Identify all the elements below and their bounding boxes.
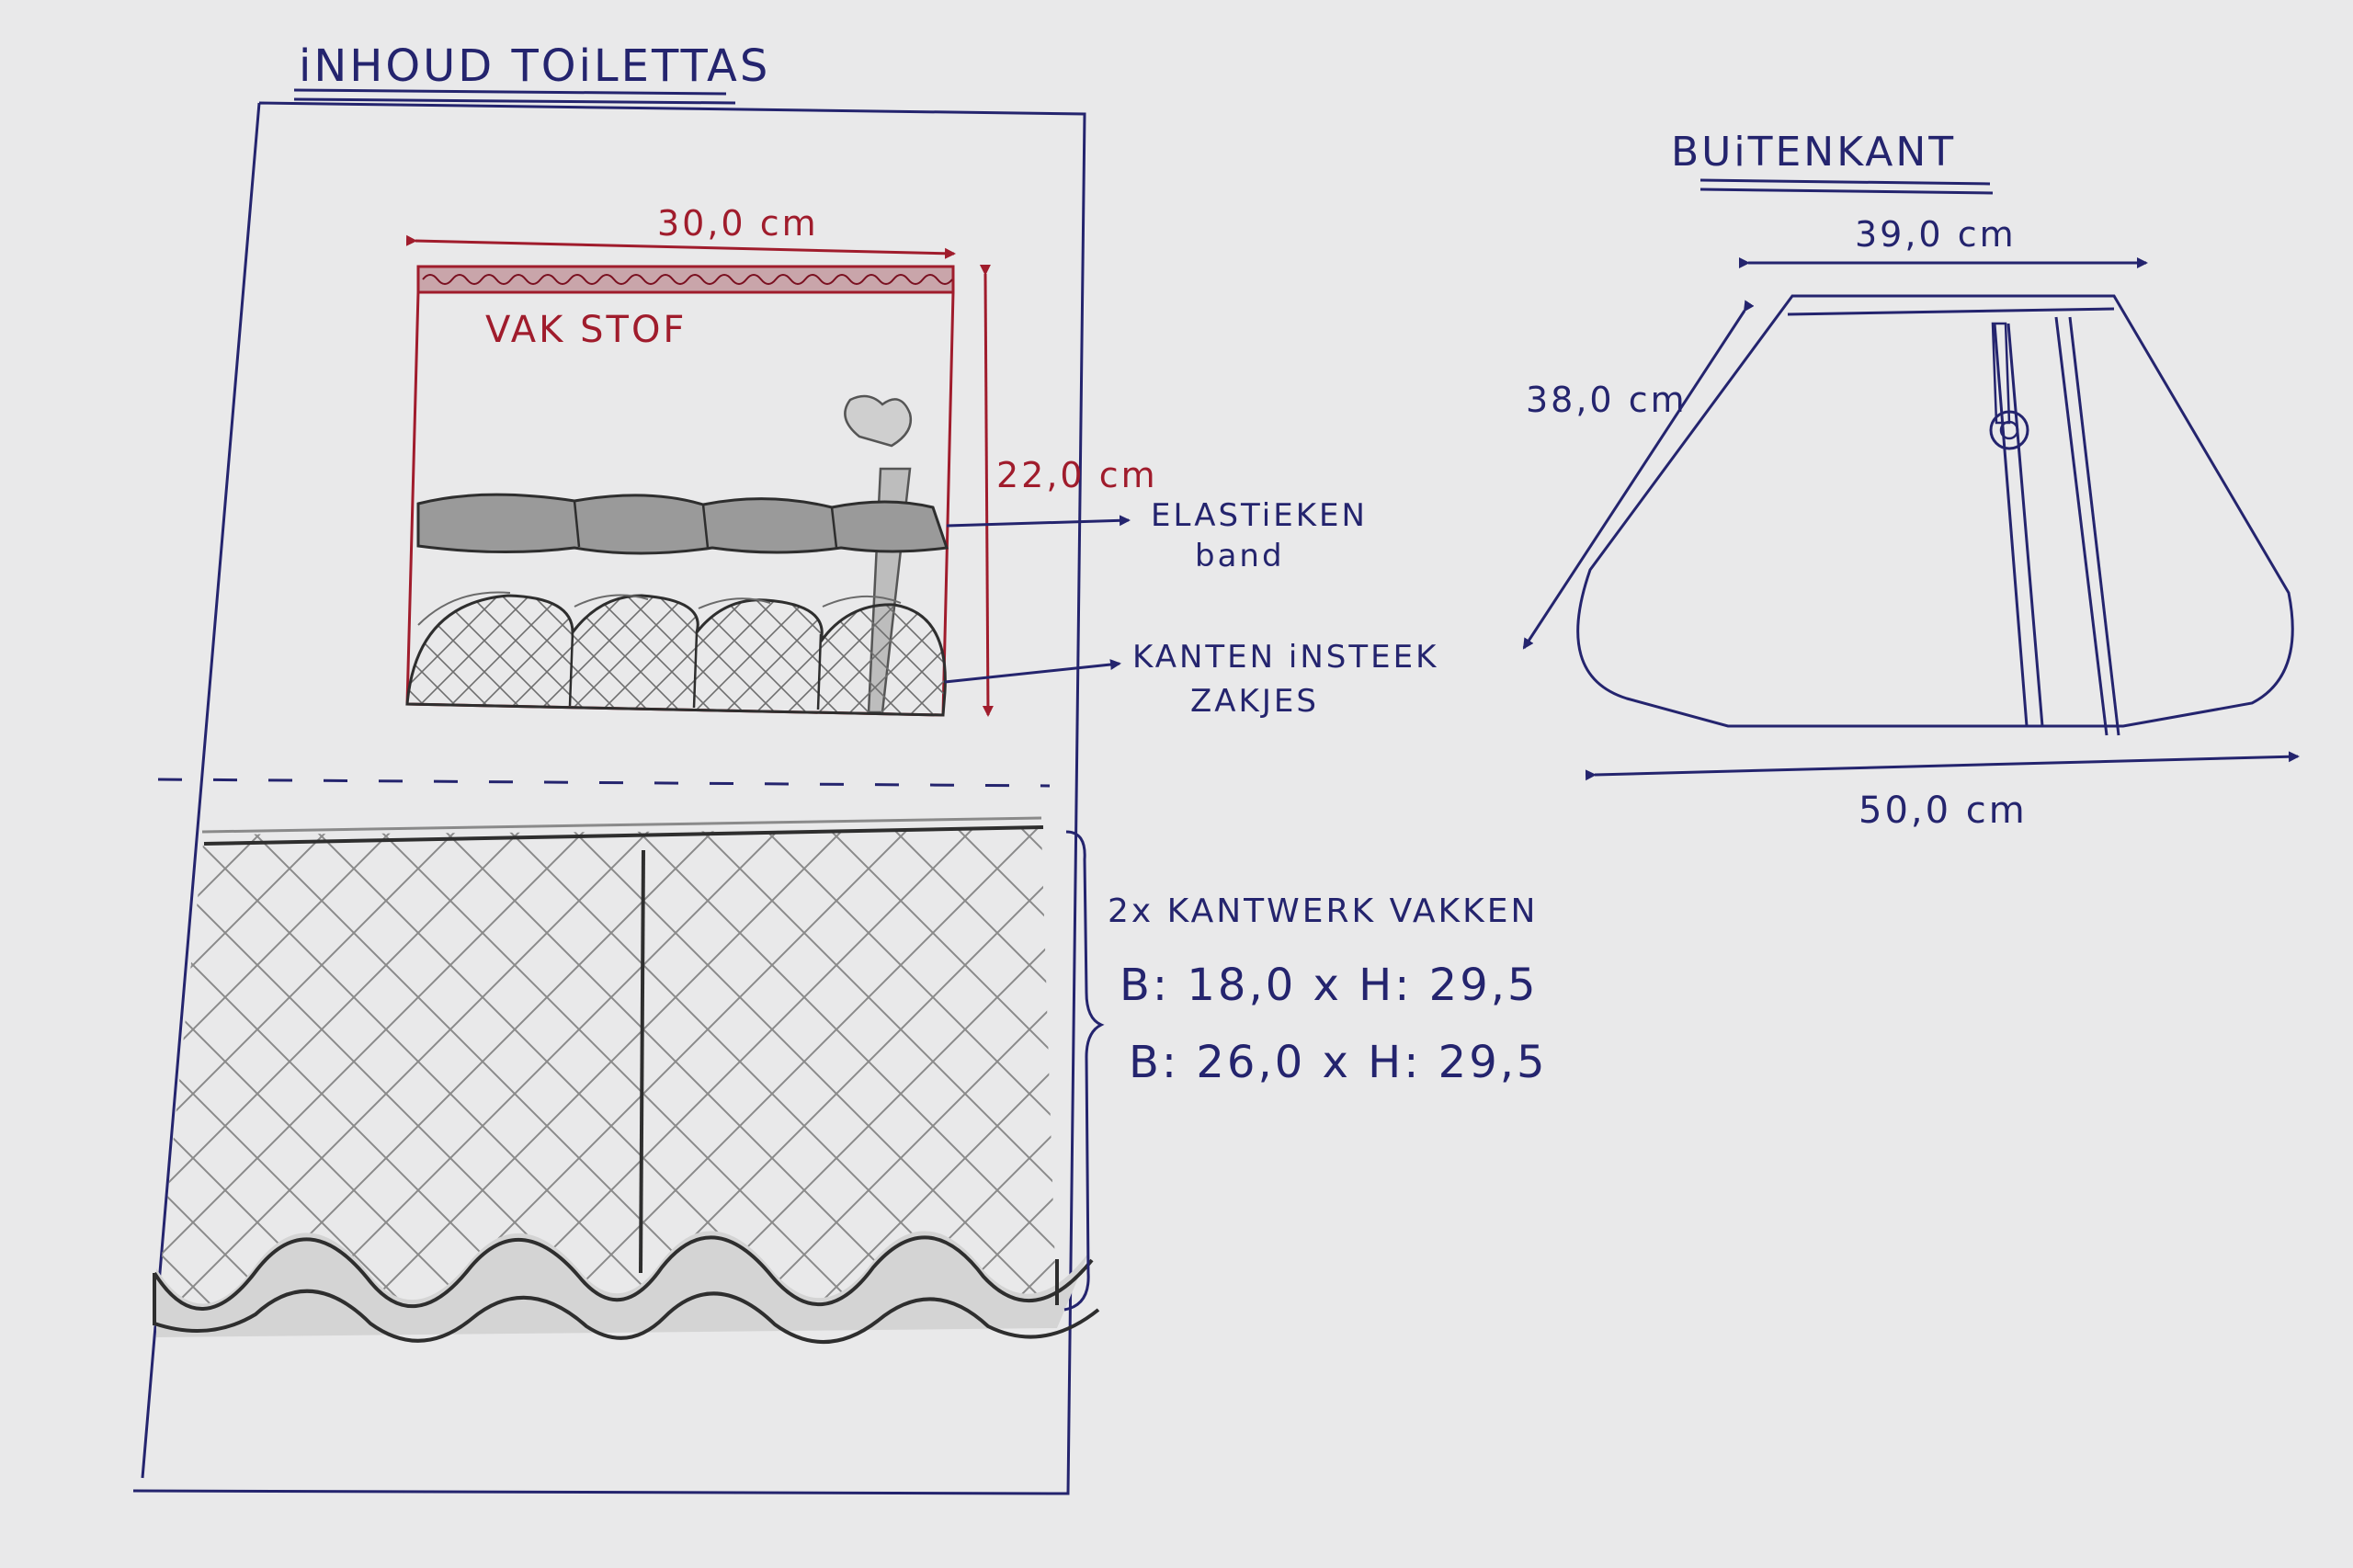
pocket-height-dimension: 22,0 cm	[979, 264, 1158, 717]
elastic-band-label-2: band	[1195, 538, 1285, 574]
compartment-size-2: B: 26,0 x H: 29,5	[1129, 1037, 1548, 1088]
outer-bottom-width-dimension: 50,0 cm	[1585, 751, 2300, 832]
right-title: BUiTENKANT	[1671, 129, 1956, 176]
outer-top-width-dimension: 39,0 cm	[1739, 214, 2148, 268]
lace-compartments-label: 2x KANTWERK VAKKEN	[1108, 892, 1538, 930]
outer-bag-drawing	[1576, 294, 2294, 736]
lace-pockets-callout: KANTEN iNSTEEK ZAKJES	[944, 639, 1438, 720]
left-title: iNHOUD TOiLETTAS	[299, 40, 770, 92]
compartment-size-1: B: 18,0 x H: 29,5	[1120, 960, 1539, 1011]
vak-stof-label: VAK STOF	[485, 309, 687, 351]
inner-panel-outline	[132, 101, 1086, 1495]
pocket-width-label: 30,0 cm	[657, 203, 819, 244]
elastic-band-callout: ELASTiEKEN band	[946, 497, 1368, 574]
outer-side-length-label: 38,0 cm	[1526, 380, 1688, 420]
fold-line	[157, 778, 1051, 788]
lace-compartments-drawing	[153, 816, 1100, 1344]
compartments-text: 2x KANTWERK VAKKEN B: 18,0 x H: 29,5 B: …	[1108, 892, 1548, 1088]
lace-insert-pockets-drawing	[405, 591, 947, 717]
outer-bottom-width-label: 50,0 cm	[1859, 790, 2028, 832]
left-title-group: iNHOUD TOiLETTAS	[293, 40, 770, 105]
outer-side-length-dimension: 38,0 cm	[1522, 300, 1755, 650]
outer-top-width-label: 39,0 cm	[1855, 214, 2017, 255]
right-title-group: BUiTENKANT	[1671, 129, 1994, 195]
elastic-band-label-1: ELASTiEKEN	[1151, 497, 1368, 534]
lace-pockets-label-2: ZAKJES	[1190, 683, 1319, 720]
pocket-height-label: 22,0 cm	[996, 455, 1158, 495]
lace-pockets-label-1: KANTEN iNSTEEK	[1132, 639, 1438, 676]
pocket-width-dimension: 30,0 cm	[405, 203, 956, 259]
elastic-band-drawing	[416, 493, 949, 555]
compartments-brace	[1063, 830, 1105, 1312]
